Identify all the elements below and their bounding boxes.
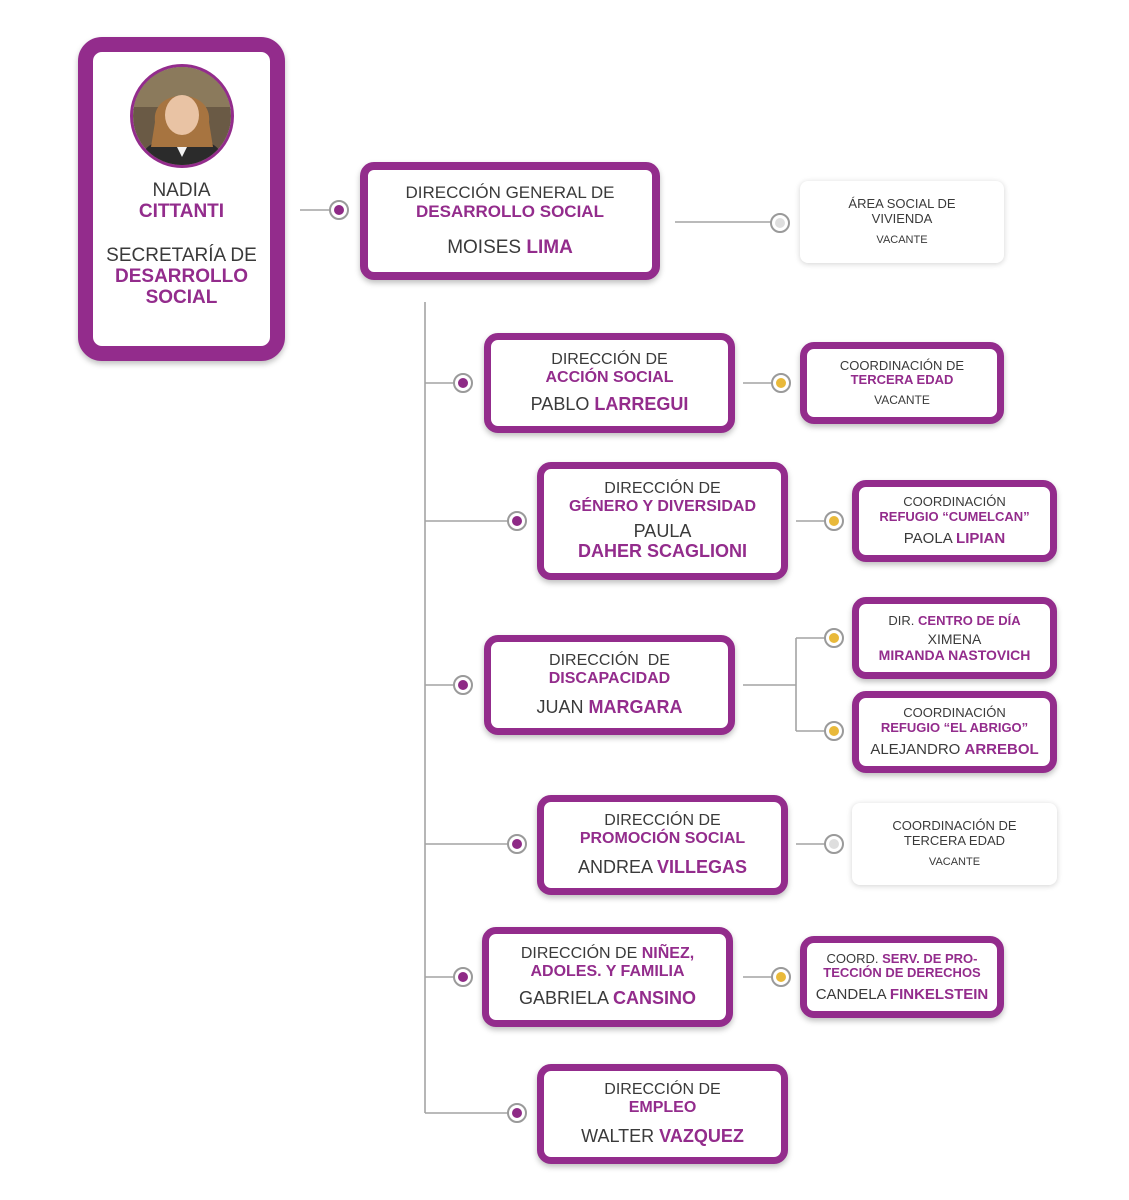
proteccion-derechos-card: COORD. SERV. DE PRO- TECCIÓN DE DERECHOS…	[800, 936, 1004, 1018]
connector-node	[824, 834, 844, 854]
promocion-social-card: DIRECCIÓN DE PROMOCIÓN SOCIAL ANDREA VIL…	[537, 795, 788, 895]
status-vacante: VACANTE	[928, 856, 981, 869]
refugio-cumelcan-card: COORDINACIÓN REFUGIO “CUMELCAN” PAOLA LI…	[852, 480, 1057, 562]
secretaria-name-first: NADIA	[152, 180, 211, 201]
area-vivienda-card: ÁREA SOCIAL DE VIVIENDA VACANTE	[800, 181, 1004, 263]
connector-node	[507, 834, 527, 854]
connector-node	[771, 373, 791, 393]
status-vacante: VACANTE	[874, 392, 930, 407]
connector-node	[770, 213, 790, 233]
status-vacante: VACANTE	[876, 234, 928, 247]
connector-node	[453, 373, 473, 393]
connector-node	[824, 628, 844, 648]
card-person: ANDREA VILLEGAS	[577, 857, 748, 878]
card-title: DIRECCIÓN GENERAL DE	[405, 182, 615, 202]
card-person: PAOLA LIPIAN	[903, 530, 1006, 548]
discapacidad-card: DIRECCIÓN DE DISCAPACIDAD JUAN MARGARA	[484, 635, 735, 735]
card-person: WALTER VAZQUEZ	[581, 1126, 744, 1147]
connector-node	[507, 511, 527, 531]
card-title-bold: DESARROLLO SOCIAL	[416, 202, 604, 221]
card-person: PABLO LARREGUI	[530, 394, 689, 415]
connector-node	[771, 967, 791, 987]
connector-node	[824, 511, 844, 531]
card-title: DIR. CENTRO DE DÍA	[888, 612, 1021, 628]
direccion-general-card: DIRECCIÓN GENERAL DE DESARROLLO SOCIAL M…	[360, 162, 660, 280]
secretaria-title: SECRETARÍA DE	[106, 244, 257, 266]
connector-node	[453, 967, 473, 987]
card-person: ALEJANDRO ARREBOL	[870, 741, 1039, 759]
card-person: MOISES LIMA	[447, 237, 573, 259]
refugio-el-abrigo-card: COORDINACIÓN REFUGIO “EL ABRIGO” ALEJAND…	[852, 691, 1057, 773]
empleo-card: DIRECCIÓN DE EMPLEO WALTER VAZQUEZ	[537, 1064, 788, 1164]
connector-node	[507, 1103, 527, 1123]
ninez-card: DIRECCIÓN DE NIÑEZ, ADOLES. Y FAMILIA GA…	[482, 927, 733, 1027]
centro-de-dia-card: DIR. CENTRO DE DÍA XIMENA MIRANDA NASTOV…	[852, 597, 1057, 679]
secretaria-area: DESARROLLO	[115, 265, 248, 287]
connector-node	[329, 200, 349, 220]
card-title: DIRECCIÓN DE NIÑEZ,	[520, 944, 695, 962]
tercera-edad-vacante-card: COORDINACIÓN DE TERCERA EDAD VACANTE	[852, 803, 1057, 885]
avatar	[129, 64, 234, 168]
card-title: COORD. SERV. DE PRO-	[826, 950, 978, 966]
accion-social-card: DIRECCIÓN DE ACCIÓN SOCIAL PABLO LARREGU…	[484, 333, 735, 433]
card-person: JUAN MARGARA	[536, 697, 683, 718]
secretaria-area-2: SOCIAL	[145, 287, 218, 309]
secretaria-card: NADIA CITTANTI SECRETARÍA DE DESARROLLO …	[78, 37, 285, 361]
connector-node	[453, 675, 473, 695]
tercera-edad-card: COORDINACIÓN DE TERCERA EDAD VACANTE	[800, 342, 1004, 424]
connector-node	[824, 721, 844, 741]
secretaria-name-last: CITTANTI	[138, 201, 225, 223]
card-person: GABRIELA CANSINO	[518, 988, 697, 1009]
genero-card: DIRECCIÓN DE GÉNERO Y DIVERSIDAD PAULA D…	[537, 462, 788, 580]
card-person: CANDELA FINKELSTEIN	[815, 986, 989, 1004]
